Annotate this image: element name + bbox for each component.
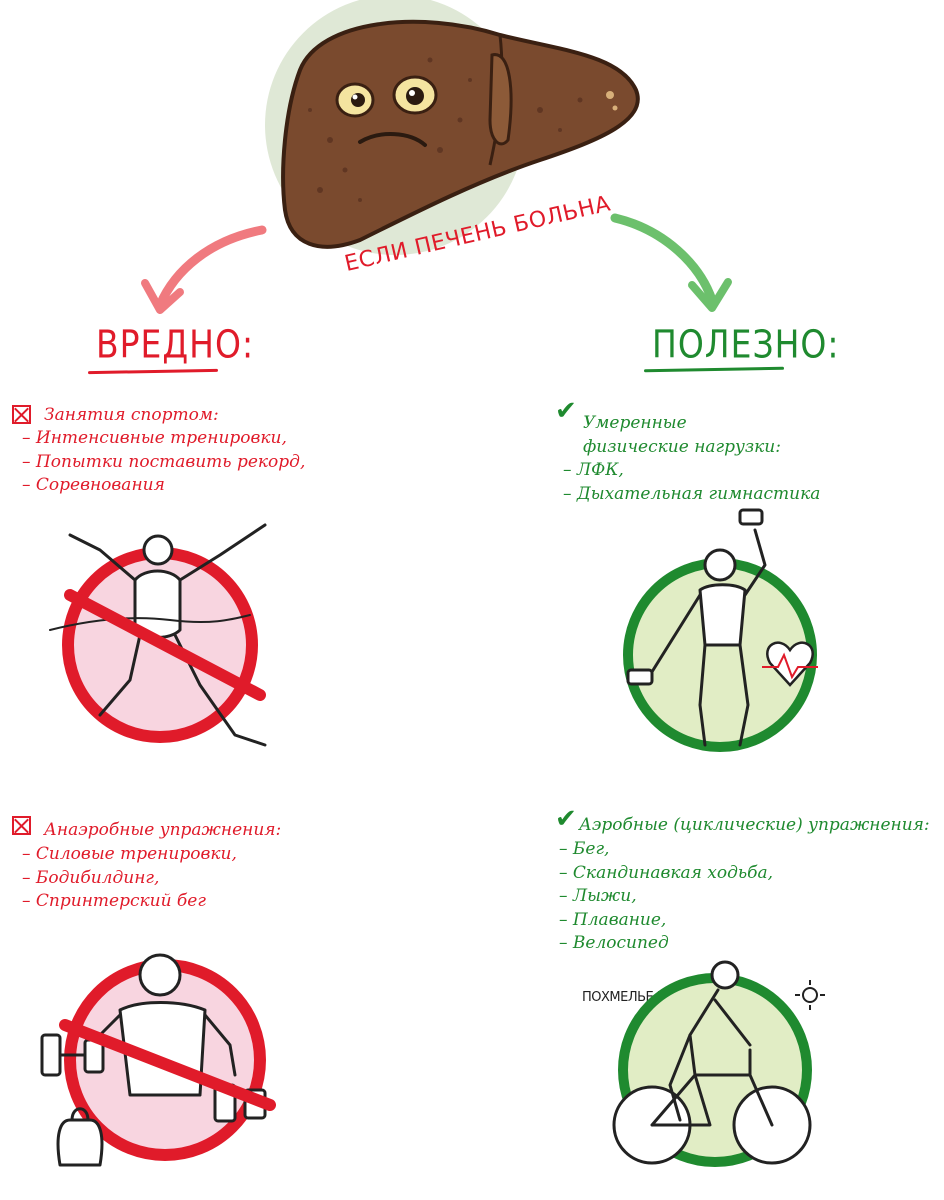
list-item: – Бодибилдинг, [22, 867, 160, 888]
list-item: Анаэробные упражнения: [44, 820, 282, 840]
heart-icon [766, 641, 814, 687]
liver-mouth [358, 132, 427, 147]
gallbladder [488, 53, 513, 146]
list-item: Умеренные [583, 413, 687, 433]
harmful-heading: ВРЕДНО: [96, 322, 255, 367]
list-item: – Спринтерский бег [22, 891, 206, 911]
list-item: Аэробные (циклические) упражнения: [579, 815, 930, 835]
useful-group-1: ✔ Умеренные физические нагрузки: – ЛФК, … [555, 396, 935, 510]
woman-dumbbells-illustration [623, 508, 818, 752]
liver-illustration [265, 0, 640, 255]
sun-icon [795, 980, 825, 1010]
list-item: – Попытки поставить рекорд, [22, 451, 306, 472]
harmful-group-2: Анаэробные упражнения: – Силовые трениро… [10, 813, 390, 913]
liver-body [281, 19, 640, 249]
harmful-group-1: Занятия спортом: – Интенсивные тренировк… [10, 402, 390, 512]
list-item: физические нагрузки: [583, 436, 781, 457]
list-item: – Соревнования [22, 475, 165, 495]
list-item: – Дыхательная гимнастика [563, 483, 821, 504]
list-item: – Бег, [559, 839, 610, 859]
useful-group-2: ✔ Аэробные (циклические) упражнения: – Б… [555, 804, 940, 958]
bodybuilder-prohibited-illustration [40, 953, 276, 1167]
runner-prohibited-illustration [49, 523, 267, 747]
arrow-left [141, 225, 267, 314]
list-item: – Лыжи, [559, 886, 637, 906]
cyclist-illustration [612, 960, 825, 1167]
list-item: – Плавание, [559, 909, 667, 930]
checkmark-icon: ✔ [555, 396, 577, 426]
list-item: – ЛФК, [563, 460, 624, 480]
list-item: – Силовые тренировки, [22, 844, 237, 864]
liver-spots [308, 57, 583, 202]
list-item: – Велосипед [559, 933, 669, 953]
arrow-right [610, 213, 732, 312]
crossed-box-icon [12, 816, 31, 835]
crossed-box-icon [12, 405, 31, 424]
useful-heading: ПОЛЕЗНО: [652, 322, 840, 367]
list-item: – Интенсивные тренировки, [22, 428, 287, 448]
checkmark-icon: ✔ [555, 804, 577, 834]
list-item: – Скандинавкая ходьба, [559, 862, 774, 883]
list-item: Занятия спортом: [44, 405, 219, 425]
